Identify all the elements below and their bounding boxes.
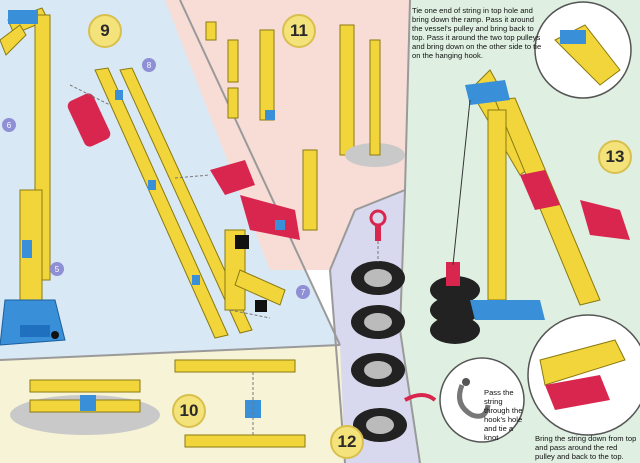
step-9-arm-assembly (210, 160, 300, 312)
step-number-12: 12 (330, 425, 364, 459)
step-12-wheels (351, 209, 437, 442)
step-13-crane (430, 1, 640, 443)
step-9-long-beams (94, 67, 253, 339)
instruction-note-top: Tie one end of string in top hole and br… (412, 6, 542, 60)
step-number-9: 9 (88, 14, 122, 48)
substep-marker: 8 (142, 58, 156, 72)
step-number-10: 10 (172, 394, 206, 428)
step-number-11: 11 (282, 14, 316, 48)
step-9-red-part (67, 93, 111, 147)
instruction-note-bottom: Bring the string down from top and pass … (535, 434, 637, 461)
instruction-note-hook: Pass the string through the hook's hole … (484, 388, 523, 442)
step-number-13: 13 (598, 140, 632, 174)
step-9-crane-tower (0, 7, 66, 346)
substep-marker: 6 (2, 118, 16, 132)
substep-marker: 5 (50, 262, 64, 276)
step-10-parts (10, 359, 306, 448)
step-11-parts (205, 21, 405, 231)
substep-marker: 7 (296, 285, 310, 299)
